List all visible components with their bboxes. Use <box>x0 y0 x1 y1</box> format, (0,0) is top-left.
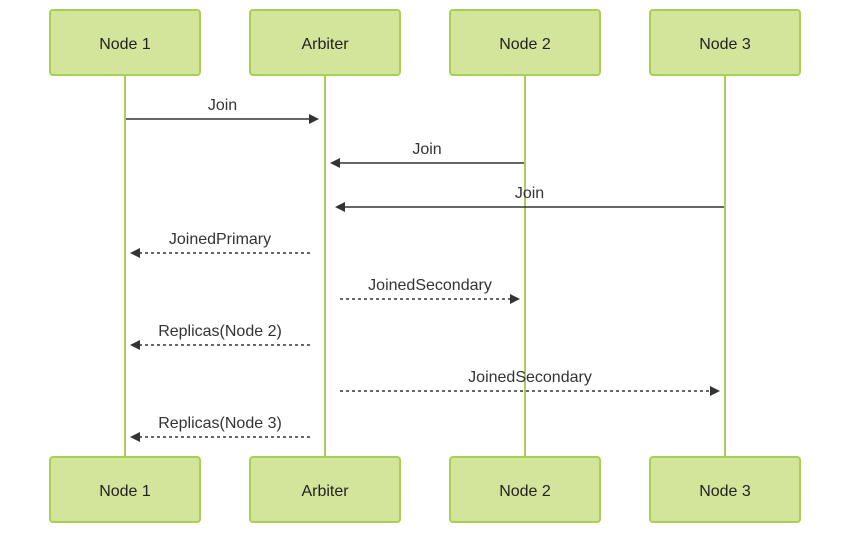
bottom-participants: Node 1 Arbiter Node 2 Node 3 <box>49 456 801 523</box>
message-label: Join <box>515 185 544 202</box>
message-label: Replicas(Node 3) <box>158 415 282 432</box>
message-8: Replicas(Node 3) <box>130 415 310 442</box>
top-participants: Node 1 Arbiter Node 2 Node 3 <box>49 9 801 76</box>
message-4: JoinedPrimary <box>130 231 310 258</box>
arrowhead-icon <box>510 294 520 304</box>
arrowhead-icon <box>130 432 140 442</box>
arrowhead-icon <box>130 340 140 350</box>
message-label: JoinedSecondary <box>468 369 592 386</box>
participant-label: Node 3 <box>699 36 751 53</box>
participant-node-2-bottom: Node 2 <box>449 456 601 523</box>
messages: JoinJoinJoinJoinedPrimaryJoinedSecondary… <box>126 97 724 442</box>
message-6: Replicas(Node 2) <box>130 323 310 350</box>
message-label: Join <box>412 141 441 158</box>
message-label: Replicas(Node 2) <box>158 323 282 340</box>
arrowhead-icon <box>130 248 140 258</box>
message-2: Join <box>330 141 524 168</box>
message-label: JoinedPrimary <box>169 231 271 248</box>
message-label: Join <box>208 97 237 114</box>
participant-label: Node 3 <box>699 483 751 500</box>
message-5: JoinedSecondary <box>340 277 520 304</box>
participant-arbiter-bottom: Arbiter <box>249 456 401 523</box>
participant-label: Node 2 <box>499 36 551 53</box>
message-7: JoinedSecondary <box>340 369 720 396</box>
message-3: Join <box>335 185 724 212</box>
participant-label: Node 1 <box>99 483 151 500</box>
participant-node-3-top: Node 3 <box>649 9 801 76</box>
arrowhead-icon <box>335 202 345 212</box>
participant-label: Node 1 <box>99 36 151 53</box>
arrowhead-icon <box>710 386 720 396</box>
participant-node-1-bottom: Node 1 <box>49 456 201 523</box>
message-label: JoinedSecondary <box>368 277 492 294</box>
participant-label: Node 2 <box>499 483 551 500</box>
lifelines <box>124 75 726 457</box>
arrowhead-icon <box>330 158 340 168</box>
participant-node-3-bottom: Node 3 <box>649 456 801 523</box>
participant-node-1-top: Node 1 <box>49 9 201 76</box>
arrowhead-icon <box>309 114 319 124</box>
participant-arbiter-top: Arbiter <box>249 9 401 76</box>
message-1: Join <box>126 97 319 124</box>
participant-label: Arbiter <box>301 36 349 53</box>
participant-label: Arbiter <box>301 483 349 500</box>
participant-node-2-top: Node 2 <box>449 9 601 76</box>
